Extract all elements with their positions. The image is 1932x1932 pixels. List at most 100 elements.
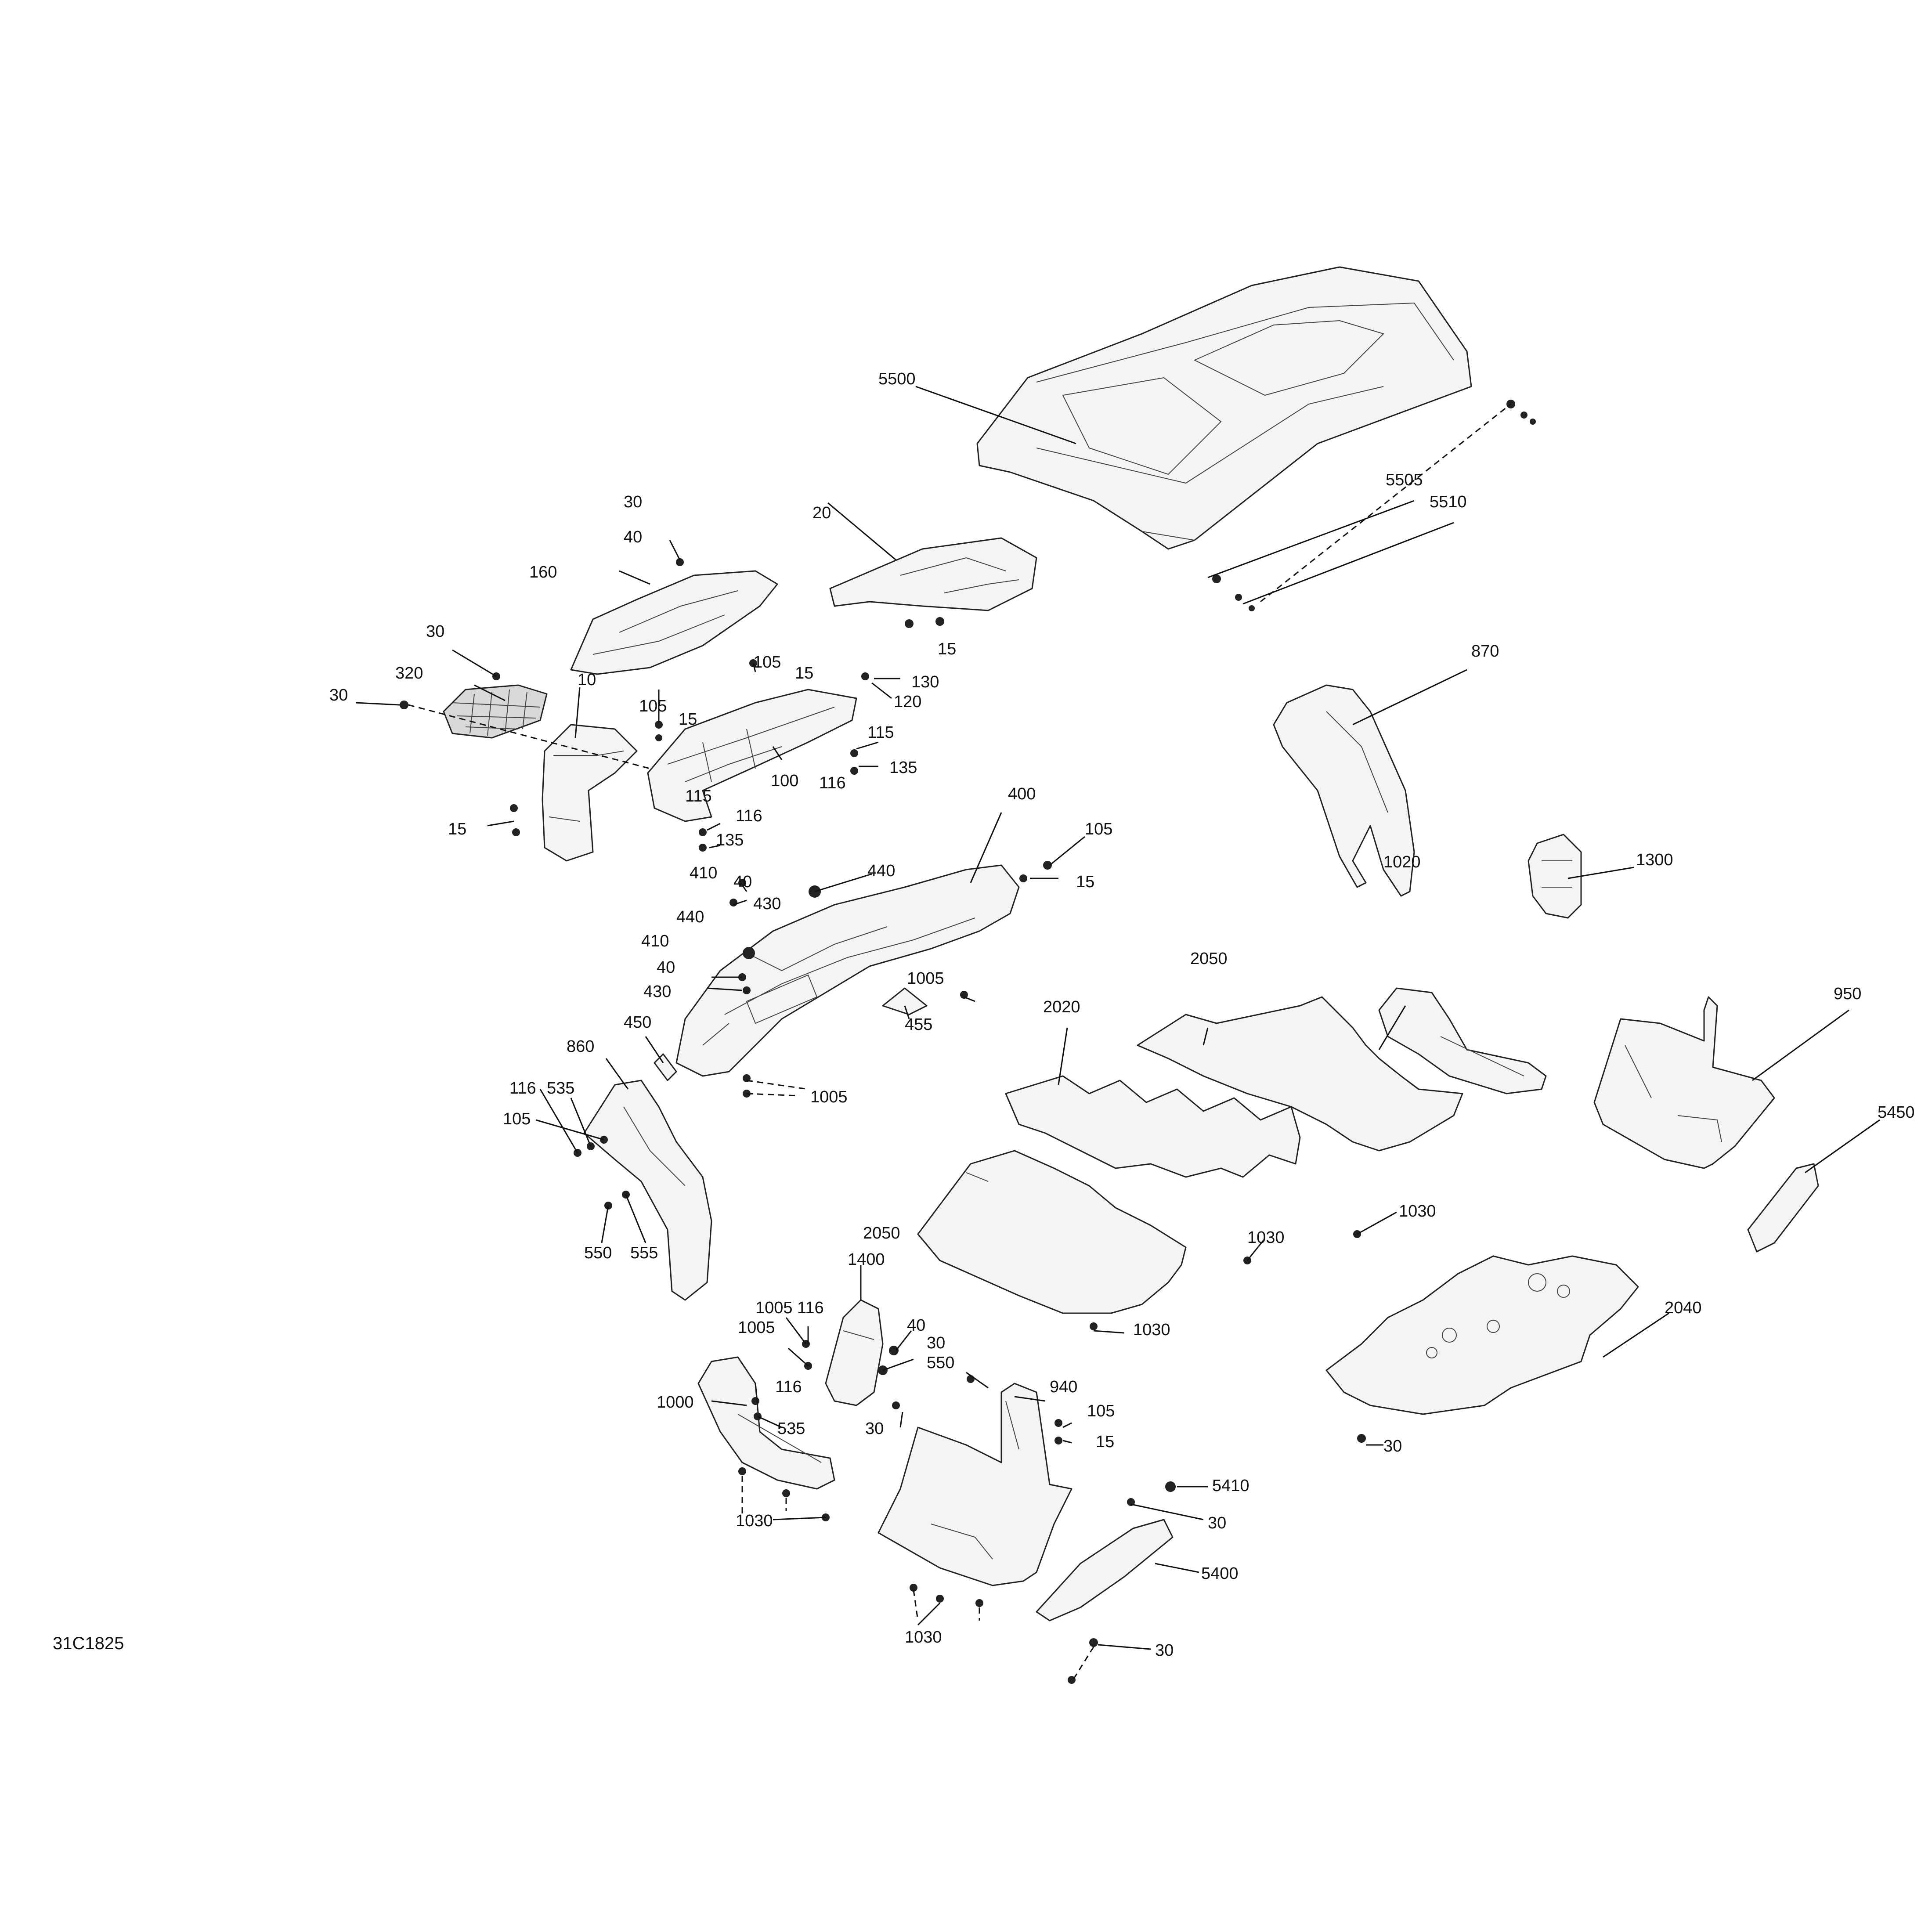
callout-450: 450 xyxy=(624,1013,651,1032)
callout-116: 116 xyxy=(797,1299,824,1317)
callout-30: 30 xyxy=(426,622,444,641)
callout-40: 40 xyxy=(657,958,675,977)
callout-5500: 5500 xyxy=(878,370,916,388)
callout-40: 40 xyxy=(733,873,752,891)
part-860-pillar-trim xyxy=(583,1080,712,1301)
callout-2050: 2050 xyxy=(1190,950,1228,968)
callout-30: 30 xyxy=(624,493,642,511)
callout-100: 100 xyxy=(771,772,798,790)
callout-105: 105 xyxy=(639,697,667,715)
part-450-clip xyxy=(654,1053,677,1081)
part-1400-trim xyxy=(825,1299,884,1406)
callout-116: 116 xyxy=(819,774,846,792)
callout-30: 30 xyxy=(1383,1437,1402,1455)
callout-30: 30 xyxy=(1155,1641,1174,1660)
callout-550: 550 xyxy=(927,1354,954,1372)
part-5400-kick-panel xyxy=(1036,1519,1174,1621)
callout-2020: 2020 xyxy=(1043,998,1080,1016)
part-2050-floor-mat-lower xyxy=(917,1150,1187,1314)
callout-1005: 1005 xyxy=(755,1299,793,1317)
callout-940: 940 xyxy=(1050,1378,1077,1396)
part-1020-rocker xyxy=(1378,987,1547,1094)
callout-135: 135 xyxy=(716,831,744,849)
callout-870: 870 xyxy=(1471,642,1499,661)
callout-116: 116 xyxy=(775,1378,802,1396)
part-400-dashboard xyxy=(675,864,1020,1077)
callout-105: 105 xyxy=(503,1110,531,1128)
part-1000-rocker xyxy=(697,1356,835,1490)
callout-1005: 1005 xyxy=(810,1088,848,1106)
callout-160: 160 xyxy=(529,563,557,581)
callout-320: 320 xyxy=(395,664,423,683)
callout-130: 130 xyxy=(911,673,939,691)
callout-1030: 1030 xyxy=(1399,1202,1436,1221)
callout-5505: 5505 xyxy=(1386,471,1423,489)
callout-410: 410 xyxy=(641,932,669,950)
callout-105: 105 xyxy=(1087,1402,1115,1420)
leader-lines xyxy=(355,386,1880,1683)
part-940-footwell xyxy=(878,1383,1073,1586)
callout-15: 15 xyxy=(795,664,813,683)
callout-105: 105 xyxy=(753,653,781,672)
callout-5400: 5400 xyxy=(1201,1564,1239,1583)
part-2020-floor-mat-middle xyxy=(1005,1075,1301,1178)
callout-535: 535 xyxy=(547,1079,574,1098)
callout-1005: 1005 xyxy=(907,969,944,988)
callout-400: 400 xyxy=(1008,785,1036,803)
callout-430: 430 xyxy=(753,895,781,913)
callout-430: 430 xyxy=(643,982,671,1001)
callout-30: 30 xyxy=(1208,1514,1226,1532)
callout-15: 15 xyxy=(448,820,466,838)
part-2050-floor-mat-upper xyxy=(1137,996,1463,1152)
callout-135: 135 xyxy=(889,758,917,777)
callout-30: 30 xyxy=(927,1334,945,1352)
callout-5510: 5510 xyxy=(1430,493,1467,511)
callout-116: 116 xyxy=(509,1079,536,1098)
callout-1000: 1000 xyxy=(657,1393,694,1412)
callout-1020: 1020 xyxy=(1383,853,1421,871)
callout-40: 40 xyxy=(624,528,642,546)
part-100-front-frame xyxy=(647,689,857,822)
fastener-markers xyxy=(400,400,1536,1684)
callout-455: 455 xyxy=(905,1015,932,1034)
callout-120: 120 xyxy=(894,693,921,711)
figure-reference-code: 31C1825 xyxy=(53,1634,124,1653)
callout-115: 115 xyxy=(867,723,894,742)
callout-860: 860 xyxy=(567,1037,594,1056)
callout-10: 10 xyxy=(578,671,596,689)
callout-1030: 1030 xyxy=(1247,1228,1285,1247)
callout-115: 115 xyxy=(685,787,712,805)
part-5450-kick-panel xyxy=(1747,1163,1819,1253)
callout-550: 550 xyxy=(584,1244,612,1262)
callout-1030: 1030 xyxy=(1133,1321,1170,1339)
callout-1005: 1005 xyxy=(738,1318,775,1337)
callout-2050: 2050 xyxy=(863,1224,900,1242)
callout-30: 30 xyxy=(865,1419,884,1438)
callout-30: 30 xyxy=(329,686,348,704)
callout-440: 440 xyxy=(676,908,704,926)
callout-1400: 1400 xyxy=(848,1250,885,1269)
callout-410: 410 xyxy=(690,864,717,882)
callout-40: 40 xyxy=(907,1316,925,1335)
part-455-plate xyxy=(882,987,928,1015)
part-950-footwell xyxy=(1593,996,1775,1169)
callout-20: 20 xyxy=(813,504,831,522)
part-5500-roof xyxy=(976,266,1472,550)
callout-1030: 1030 xyxy=(905,1628,942,1647)
part-2040-skid-plate xyxy=(1325,1255,1639,1415)
part-320-grille xyxy=(443,684,548,739)
callout-2040: 2040 xyxy=(1665,1299,1702,1317)
part-20-panel xyxy=(829,537,1037,611)
part-10-fascia xyxy=(542,724,638,862)
part-870-pillar-trim xyxy=(1273,684,1415,897)
callout-1030: 1030 xyxy=(736,1512,773,1530)
callout-116: 116 xyxy=(736,807,762,825)
callout-labels: 5500 5505 5510 30 40 160 20 15 30 320 30… xyxy=(329,370,1915,1660)
callout-15: 15 xyxy=(1096,1433,1114,1451)
callout-15: 15 xyxy=(1076,873,1094,891)
callout-555: 555 xyxy=(630,1244,658,1262)
callout-950: 950 xyxy=(1834,985,1861,1003)
callout-5410: 5410 xyxy=(1212,1477,1249,1495)
part-160-hood xyxy=(570,570,778,675)
part-1300-trim xyxy=(1528,834,1582,919)
